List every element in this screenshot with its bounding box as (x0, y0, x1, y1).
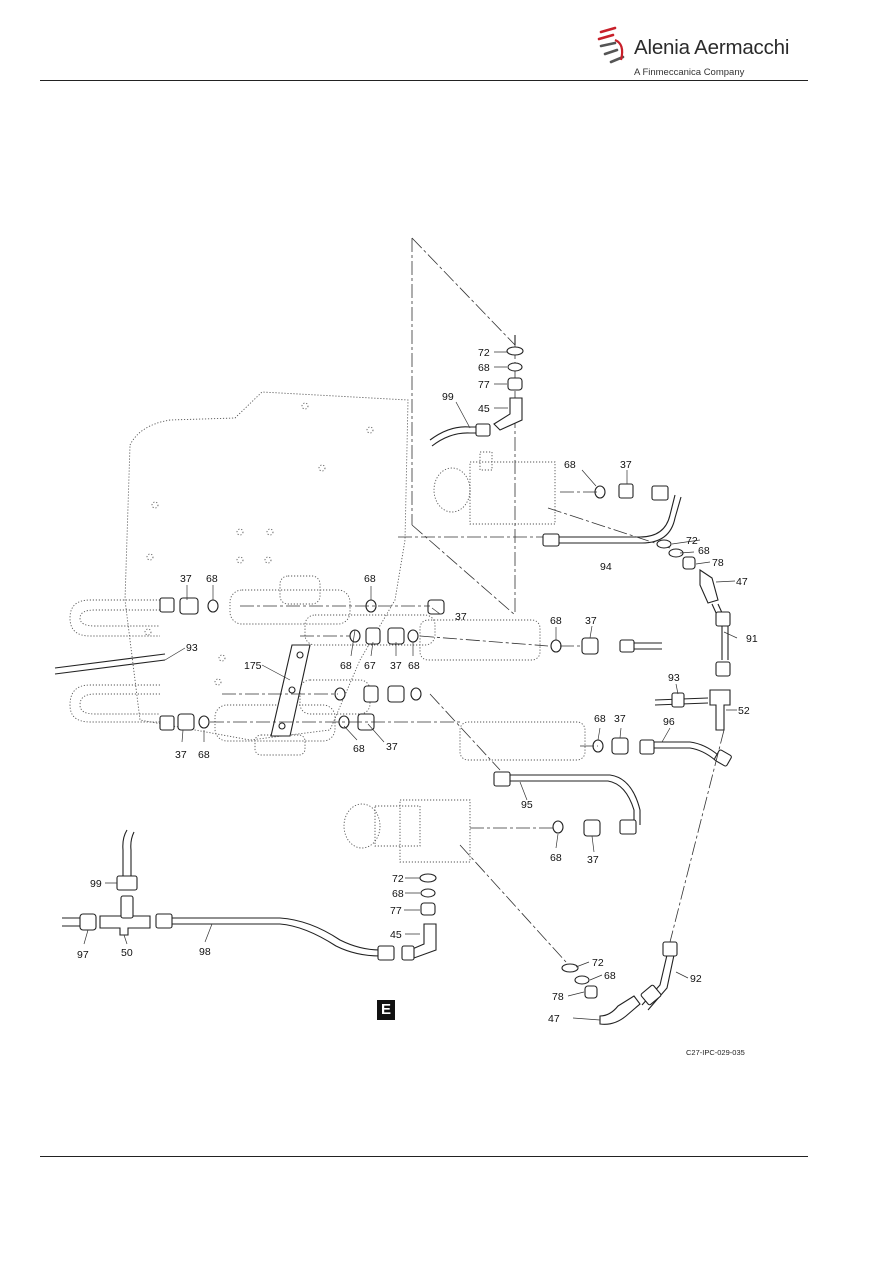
callout-label: 93 (186, 642, 198, 654)
callout-label: 99 (442, 391, 454, 403)
view-label-badge: E (377, 1000, 395, 1020)
callout-label: 68 (550, 615, 562, 627)
tube-98 (172, 917, 381, 957)
tee-50 (99, 915, 151, 936)
callout-label: 91 (746, 633, 758, 645)
callout-label: 37 (180, 573, 192, 585)
callout-label: 77 (390, 905, 402, 917)
header-rule (40, 80, 808, 81)
callout-label: 72 (686, 535, 698, 547)
upper-fitting-stack (493, 335, 524, 431)
tube-99-upper (429, 426, 480, 447)
callout-label: 47 (548, 1013, 560, 1025)
callout-label: 72 (478, 347, 490, 359)
callout-label: 47 (736, 576, 748, 588)
callout-label: 37 (587, 854, 599, 866)
frame-chain-lines (411, 237, 516, 616)
tube-94 (548, 494, 682, 544)
callout-label: 68 (340, 660, 352, 672)
logo-swoosh-icon (597, 26, 625, 64)
callout-label: 50 (121, 947, 133, 959)
brand-name: Alenia Aermacchi (634, 36, 790, 59)
callout-label: 92 (690, 973, 702, 985)
callout-label: 37 (175, 749, 187, 761)
callout-label: 68 (478, 362, 490, 374)
valve-actuator-upper (469, 461, 556, 525)
callout-label: 68 (550, 852, 562, 864)
callout-label: 37 (585, 615, 597, 627)
callout-label: 68 (408, 660, 420, 672)
callout-label: 96 (663, 716, 675, 728)
callout-label: 37 (455, 611, 467, 623)
brand-tagline: A Finmeccanica Company (634, 67, 745, 78)
company-logo: Alenia Aermacchi A Finmeccanica Company (597, 26, 797, 82)
callout-label: 93 (668, 672, 680, 684)
callout-label: 67 (364, 660, 376, 672)
callout-label: 78 (552, 991, 564, 1003)
callout-label: 97 (77, 949, 89, 961)
callout-label: 68 (698, 545, 710, 557)
tube-96 (654, 741, 719, 761)
callout-label: 37 (614, 713, 626, 725)
tube-99-lower (122, 829, 135, 876)
callout-label: 68 (564, 459, 576, 471)
valve-actuator-lower (399, 799, 471, 863)
callout-label: 68 (198, 749, 210, 761)
callout-leaders (83, 351, 738, 1021)
callout-label: 98 (199, 946, 211, 958)
callout-label: 68 (206, 573, 218, 585)
tube-95 (498, 774, 641, 825)
callout-label: 77 (478, 379, 490, 391)
callout-label: 78 (712, 557, 724, 569)
callout-label: 45 (390, 929, 402, 941)
figure-reference: C27-IPC-029-035 (686, 1048, 745, 1057)
callout-label: 175 (244, 660, 262, 672)
callout-label: 68 (604, 970, 616, 982)
callout-label: 68 (392, 888, 404, 900)
tube-93-left (54, 653, 166, 675)
callout-label: 72 (592, 957, 604, 969)
callout-label: 52 (738, 705, 750, 717)
callout-label: 37 (390, 660, 402, 672)
callout-label: 37 (386, 741, 398, 753)
callout-label: 68 (353, 743, 365, 755)
callout-label: 72 (392, 873, 404, 885)
callout-label: 95 (521, 799, 533, 811)
callout-label: 99 (90, 878, 102, 890)
footer-rule (40, 1156, 808, 1157)
callout-labels: 72 68 77 45 99 68 37 72 68 78 47 94 91 3… (77, 347, 758, 1025)
callout-label: 37 (620, 459, 632, 471)
callout-label: 68 (594, 713, 606, 725)
callout-label: 94 (600, 561, 612, 573)
callout-label: 45 (478, 403, 490, 415)
callout-label: 68 (364, 573, 376, 585)
